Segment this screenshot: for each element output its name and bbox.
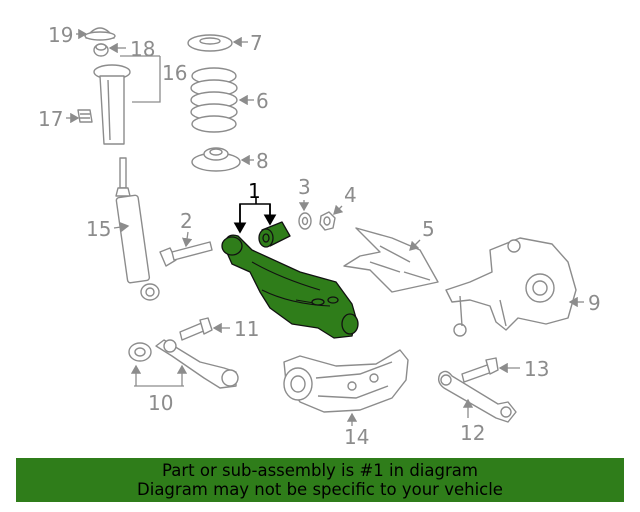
leader-lines (66, 28, 584, 426)
part-17-bolt[interactable] (77, 109, 93, 123)
callout-7[interactable]: 7 (250, 31, 263, 55)
callout-8[interactable]: 8 (256, 149, 269, 173)
callout-2[interactable]: 2 (180, 209, 193, 233)
callout-15[interactable]: 15 (86, 217, 111, 241)
notice-line-1: Part or sub-assembly is #1 in diagram (162, 461, 478, 480)
callout-1[interactable]: 1 (248, 179, 261, 203)
callout-11[interactable]: 11 (234, 317, 259, 341)
part-9-knuckle[interactable] (445, 237, 577, 337)
part-13-bolt[interactable] (461, 357, 499, 383)
part-11-bolt[interactable] (179, 317, 213, 341)
part-12-toe-link[interactable] (437, 370, 517, 423)
part-8-lower-spring-seat[interactable] (191, 147, 241, 172)
part-7-spring-insulator[interactable] (187, 34, 233, 52)
part-4-nut[interactable] (319, 211, 336, 231)
part-2-bolt[interactable] (159, 241, 213, 267)
callout-18[interactable]: 18 (130, 37, 155, 61)
diagram-notice-banner: Part or sub-assembly is #1 in diagram Di… (16, 458, 624, 502)
callout-12[interactable]: 12 (460, 421, 485, 445)
part-19-bump-cap[interactable] (84, 27, 116, 41)
callout-5[interactable]: 5 (422, 217, 435, 241)
callout-17[interactable]: 17 (38, 107, 63, 131)
callout-16[interactable]: 16 (162, 61, 187, 85)
callout-13[interactable]: 13 (524, 357, 549, 381)
part-18-bushing[interactable] (93, 43, 109, 57)
notice-line-2: Diagram may not be specific to your vehi… (137, 480, 503, 499)
callout-10[interactable]: 10 (148, 391, 173, 415)
callout-19[interactable]: 19 (48, 23, 73, 47)
part-14-trailing-arm[interactable] (283, 349, 409, 413)
callout-labels: 1 2 3 4 5 6 7 8 9 10 11 12 13 14 15 16 1… (38, 23, 601, 449)
callout-9[interactable]: 9 (588, 291, 601, 315)
part-3-washer[interactable] (298, 212, 312, 230)
callout-14[interactable]: 14 (344, 425, 369, 449)
part-1-lower-arm-highlighted[interactable] (221, 234, 359, 339)
part-10-control-arm[interactable] (128, 339, 239, 389)
callout-6[interactable]: 6 (256, 89, 269, 113)
part-5-shield[interactable] (343, 227, 439, 293)
callout-3[interactable]: 3 (298, 175, 311, 199)
part-15-shock-absorber[interactable] (115, 157, 160, 301)
part-16-shock-absorber-upper[interactable] (93, 64, 131, 145)
callout-4[interactable]: 4 (344, 183, 357, 207)
part-1-bushing-highlighted[interactable] (258, 221, 291, 248)
part-6-coil-spring[interactable] (190, 67, 238, 133)
